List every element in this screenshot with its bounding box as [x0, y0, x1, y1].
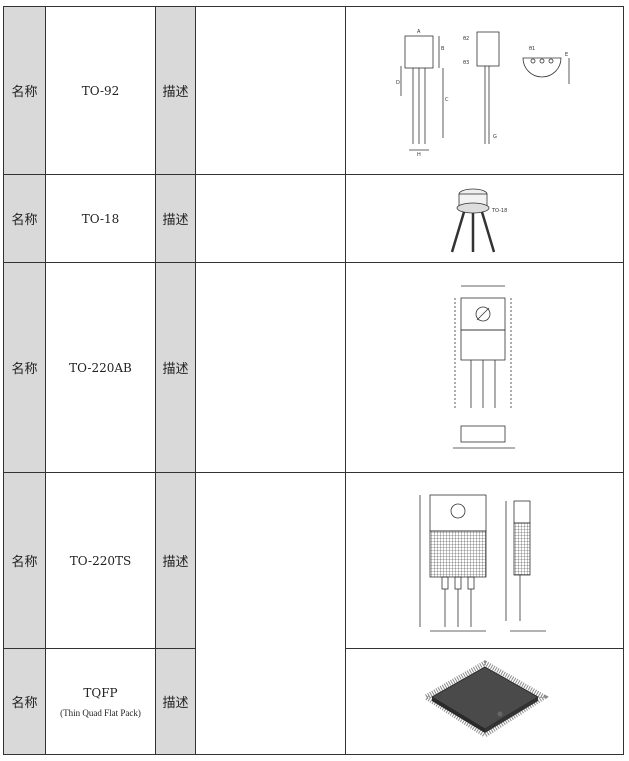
package-desc: [195, 262, 346, 473]
package-name: TO-92: [45, 6, 156, 175]
table-row: 名称 TO-92 描述 A B C D H: [3, 6, 624, 175]
dim-theta1: θ1: [529, 46, 535, 52]
dim-g: G: [493, 134, 497, 140]
dim-e: E: [565, 52, 568, 58]
table-row: 名称 TO-220TS 描述: [3, 472, 624, 755]
package-name: TO-18: [45, 174, 156, 263]
package-name: TO-220TS: [45, 472, 156, 649]
to18-caption: TO-18: [491, 208, 507, 214]
package-name: TQFP (Thin Quad Flat Pack): [45, 648, 156, 755]
table-row: 名称 TO-220AB 描述: [3, 262, 624, 473]
dim-a: A: [417, 29, 421, 35]
package-name-main: TQFP: [83, 685, 118, 700]
dim-theta3: θ3: [463, 60, 469, 66]
to18-drawing: TO-18: [345, 174, 624, 263]
desc-label: 描述: [155, 6, 196, 175]
desc-label: 描述: [155, 262, 196, 473]
table-row: 名称 TO-18 描述 TO-18: [3, 174, 624, 263]
tqfp-chip-image: [345, 648, 624, 755]
package-desc: [195, 472, 346, 755]
package-desc: [195, 6, 346, 175]
package-name: TO-220AB: [45, 262, 156, 473]
dim-h: H: [417, 152, 421, 156]
name-label: 名称: [3, 472, 46, 649]
desc-label: 描述: [155, 472, 196, 649]
package-name-sub: (Thin Quad Flat Pack): [60, 707, 141, 718]
to220ts-drawing: [345, 472, 624, 649]
to220ab-drawing: [345, 262, 624, 473]
dim-b: B: [441, 46, 445, 52]
desc-label: 描述: [155, 648, 196, 755]
dim-d: D: [396, 80, 400, 86]
dim-theta2: θ2: [463, 36, 469, 42]
package-desc: [195, 174, 346, 263]
to92-drawing: A B C D H θ2 θ3 G θ1 E: [345, 6, 624, 175]
name-label: 名称: [3, 262, 46, 473]
desc-label: 描述: [155, 174, 196, 263]
name-label: 名称: [3, 6, 46, 175]
name-label: 名称: [3, 648, 46, 755]
name-label: 名称: [3, 174, 46, 263]
table-row: 名称 TQFP (Thin Quad Flat Pack) 描述: [3, 648, 624, 755]
package-table: 名称 TO-92 描述 A B C D H: [3, 6, 624, 755]
dim-c: C: [445, 97, 449, 103]
